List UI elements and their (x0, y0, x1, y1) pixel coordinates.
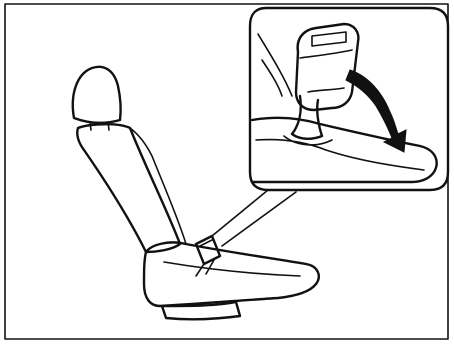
inset-cushion-line (258, 34, 292, 96)
inset-seat-edge (252, 118, 437, 182)
buckle-icon (296, 24, 358, 110)
callout-leader (212, 190, 296, 246)
headrest (73, 67, 121, 123)
detail-inset (250, 8, 448, 190)
arrow-icon (346, 70, 406, 152)
inset-stalk (292, 96, 322, 139)
seat-cushion (144, 242, 319, 306)
arrow-body (346, 70, 406, 152)
buckle-release-button (308, 88, 344, 92)
diagram-frame (5, 4, 448, 339)
buckle-large-body (296, 24, 358, 110)
cushion-crease (164, 262, 300, 276)
seat-icon (73, 67, 319, 320)
buckle-large-slot (312, 32, 346, 46)
buckle-small (196, 236, 220, 264)
buckle-large-edge (300, 50, 352, 58)
